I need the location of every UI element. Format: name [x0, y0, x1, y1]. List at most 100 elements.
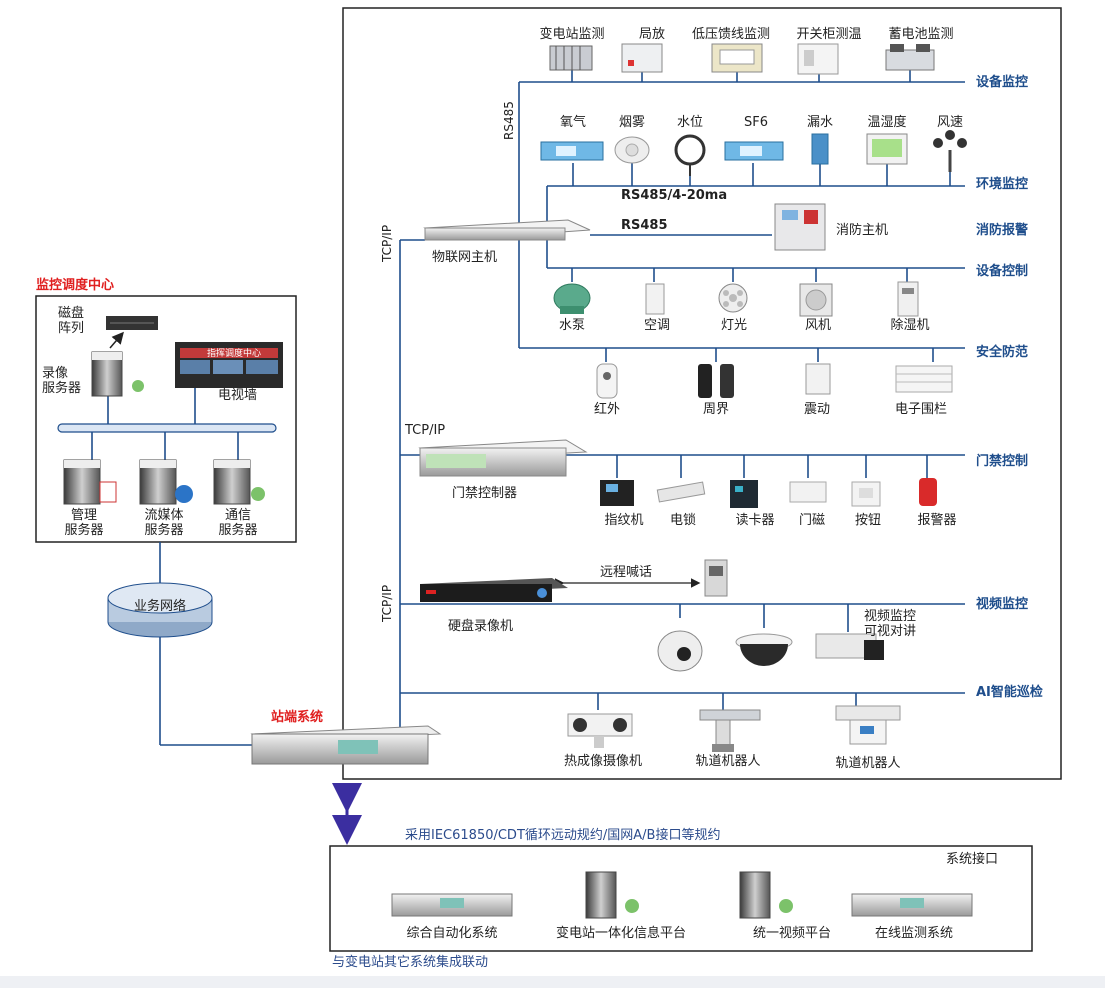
device-label-pd: 局放	[638, 27, 666, 42]
video-platform-icon	[739, 871, 793, 919]
remote-call-label: 远程喊话	[600, 565, 653, 580]
station-system-icon	[250, 725, 442, 765]
bottom-strip	[0, 976, 1105, 988]
management-server-label: 管理 服务器	[64, 508, 104, 538]
water-leak-icon	[811, 133, 829, 165]
streaming-server-icon	[139, 459, 193, 505]
info-platform-icon	[585, 871, 639, 919]
device-label-switchgear: 开关柜测温	[796, 27, 862, 42]
vibration-icon	[805, 363, 831, 395]
access-controller-label: 门禁控制器	[452, 486, 518, 501]
transformer-icon	[549, 45, 593, 71]
fingerprint-icon	[600, 480, 634, 506]
center-title: 监控调度中心	[36, 278, 115, 293]
bus-label-env-monitor: 环境监控	[976, 177, 1029, 192]
interface-title: 系统接口	[946, 852, 999, 867]
tv-wall-label: 电视墙	[218, 388, 258, 403]
card-reader-icon	[730, 480, 758, 508]
link-label-rs485-fire: RS485	[621, 218, 668, 233]
interface-system-info-platform: 变电站一体化信息平台	[555, 926, 687, 941]
device-label-pump: 水泵	[558, 318, 586, 333]
management-server-icon	[63, 459, 117, 505]
interface-frame	[329, 845, 1033, 952]
device-label-light: 灯光	[720, 318, 748, 333]
bus-label-equipment-monitor: 设备监控	[976, 75, 1029, 90]
device-label-rail-robot-1: 轨道机器人	[695, 754, 761, 769]
disk-arrow	[109, 331, 124, 349]
perimeter-icon	[698, 364, 734, 398]
nvr-label: 硬盘录像机	[448, 619, 514, 634]
device-label-vibration: 震动	[803, 402, 831, 417]
iot-host-label: 物联网主机	[432, 250, 498, 265]
interface-system-automation: 综合自动化系统	[406, 926, 498, 941]
bus-label-security: 安全防范	[976, 345, 1029, 360]
device-label-fingerprint: 指纹机	[604, 513, 644, 528]
recorder-server-label: 录像 服务器	[42, 366, 82, 396]
device-label-oxygen: 氧气	[559, 115, 587, 130]
access-controller-icon	[418, 439, 588, 477]
recorder-server-icon	[91, 351, 144, 397]
disk-array-label: 磁盘 阵列	[58, 306, 85, 336]
device-label-sf6: SF6	[743, 115, 769, 130]
link-label-rs485-vertical: RS485	[502, 101, 516, 140]
integrated-automation-icon	[391, 893, 513, 917]
link-label-tcpip-1: TCP/IP	[380, 224, 394, 262]
center-lan-bar	[57, 423, 277, 433]
bus-label-equipment-control: 设备控制	[976, 264, 1029, 279]
intercom-icon	[704, 559, 728, 597]
dehumidifier-icon	[897, 281, 919, 317]
streaming-server-label: 流媒体 服务器	[144, 508, 184, 538]
device-label-substation: 变电站监测	[539, 27, 605, 42]
rail-robot-icon-1	[699, 709, 761, 752]
pump-icon	[553, 283, 591, 314]
sf6-sensor-icon	[724, 141, 784, 161]
iot-host-icon	[423, 219, 591, 241]
online-monitoring-icon	[851, 893, 973, 917]
wind-speed-icon	[933, 130, 967, 172]
business-network-label: 业务网络	[133, 599, 187, 614]
link-label-tcpip-2: TCP/IP	[405, 423, 446, 438]
device-label-button: 按钮	[854, 513, 882, 528]
bus-label-ai-patrol: AI智能巡检	[976, 685, 1043, 700]
device-label-smoke: 烟雾	[618, 115, 646, 130]
device-label-feeder: 低压馈线监测	[691, 27, 771, 42]
station-frame	[342, 7, 1062, 780]
device-label-fence: 电子围栏	[894, 402, 948, 417]
device-label-dehumidifier: 除湿机	[890, 318, 930, 333]
tv-wall-banner: 指挥调度中心	[207, 349, 262, 359]
device-label-temp-humidity: 温湿度	[867, 115, 907, 130]
bus-label-video-monitor: 视频监控	[976, 597, 1029, 612]
device-label-wind: 风速	[936, 115, 964, 130]
disk-array-icon	[106, 316, 158, 330]
device-label-infrared: 红外	[593, 402, 621, 417]
interface-system-online-monitoring: 在线监测系统	[874, 926, 954, 941]
air-conditioner-icon	[645, 283, 665, 315]
link-label-rs485-420ma: RS485/4-20ma	[621, 188, 728, 203]
infrared-icon	[596, 363, 618, 399]
feeder-monitor-icon	[711, 43, 763, 73]
device-label-ac: 空调	[643, 318, 671, 333]
device-label-lock: 电锁	[669, 513, 697, 528]
device-label-alarm: 报警器	[917, 513, 957, 528]
device-label-water-level: 水位	[676, 115, 704, 130]
tv-wall-icon	[175, 342, 283, 388]
bullet-camera-icon	[815, 633, 884, 660]
electric-lock-icon	[656, 481, 706, 503]
fan-icon	[799, 283, 833, 317]
pd-cabinet-icon	[621, 43, 663, 73]
fire-host-icon	[774, 203, 826, 251]
switchgear-icon	[797, 43, 839, 75]
dome-camera-icon	[735, 633, 793, 666]
device-label-thermal: 热成像摄像机	[563, 754, 643, 769]
device-label-card-reader: 读卡器	[735, 513, 775, 528]
link-label-tcpip-3: TCP/IP	[380, 584, 394, 622]
ptz-camera-icon	[657, 630, 703, 672]
alarm-siren-icon	[919, 478, 937, 506]
light-icon	[718, 283, 748, 313]
oxygen-sensor-icon	[540, 141, 604, 161]
battery-monitor-icon	[885, 44, 935, 71]
electric-fence-icon	[895, 365, 953, 393]
fire-host-label: 消防主机	[836, 223, 889, 238]
video-intercom-label: 视频监控 可视对讲	[864, 609, 917, 639]
